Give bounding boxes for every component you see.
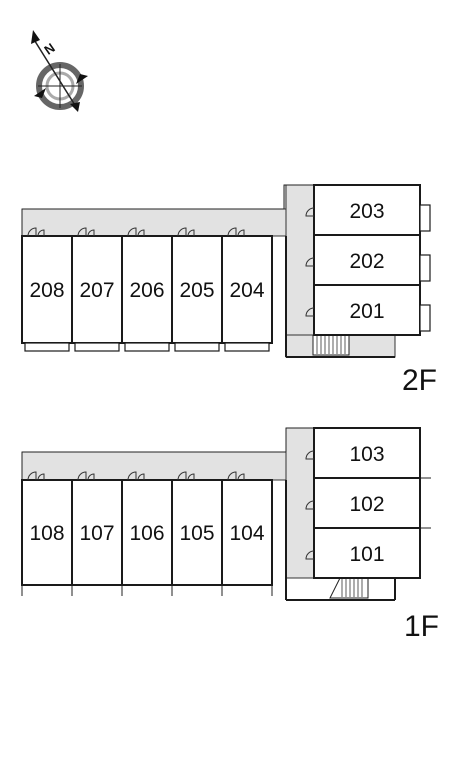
unit-203: 203 bbox=[305, 184, 431, 236]
unit-number: 104 bbox=[229, 522, 264, 545]
unit-107: 107 bbox=[71, 471, 123, 596]
unit-108: 108 bbox=[21, 471, 73, 596]
unit-number: 105 bbox=[179, 522, 214, 545]
unit-number: 102 bbox=[349, 493, 384, 516]
unit-number: 203 bbox=[349, 200, 384, 223]
unit-number: 107 bbox=[79, 522, 114, 545]
unit-number: 201 bbox=[349, 300, 384, 323]
unit-number: 205 bbox=[179, 279, 214, 302]
unit-number: 108 bbox=[29, 522, 64, 545]
unit-number: 207 bbox=[79, 279, 114, 302]
unit-number: 106 bbox=[129, 522, 164, 545]
unit-208: 208 bbox=[21, 227, 73, 352]
unit-number: 101 bbox=[349, 543, 384, 566]
unit-202: 202 bbox=[305, 234, 431, 286]
unit-105: 105 bbox=[171, 471, 223, 596]
floor-label-1f: 1F bbox=[404, 610, 439, 643]
floor-1f-plan: 108 107 106 105 104 bbox=[21, 427, 439, 643]
unit-103: 103 bbox=[305, 427, 431, 479]
floor-label-2f: 2F bbox=[402, 364, 437, 397]
unit-207: 207 bbox=[71, 227, 123, 352]
unit-number: 208 bbox=[29, 279, 64, 302]
unit-204: 204 bbox=[221, 227, 273, 352]
unit-104: 104 bbox=[221, 471, 273, 596]
unit-106: 106 bbox=[121, 471, 173, 596]
unit-205: 205 bbox=[171, 227, 223, 352]
unit-201: 201 bbox=[305, 284, 431, 336]
unit-number: 206 bbox=[129, 279, 164, 302]
unit-101: 101 bbox=[305, 527, 421, 579]
unit-102: 102 bbox=[305, 477, 431, 529]
unit-number: 204 bbox=[229, 279, 264, 302]
compass-icon: N bbox=[31, 30, 88, 112]
unit-206: 206 bbox=[121, 227, 173, 352]
unit-number: 202 bbox=[349, 250, 384, 273]
floor-2f-plan: 208 207 206 205 204 bbox=[21, 184, 437, 397]
unit-number: 103 bbox=[349, 443, 384, 466]
